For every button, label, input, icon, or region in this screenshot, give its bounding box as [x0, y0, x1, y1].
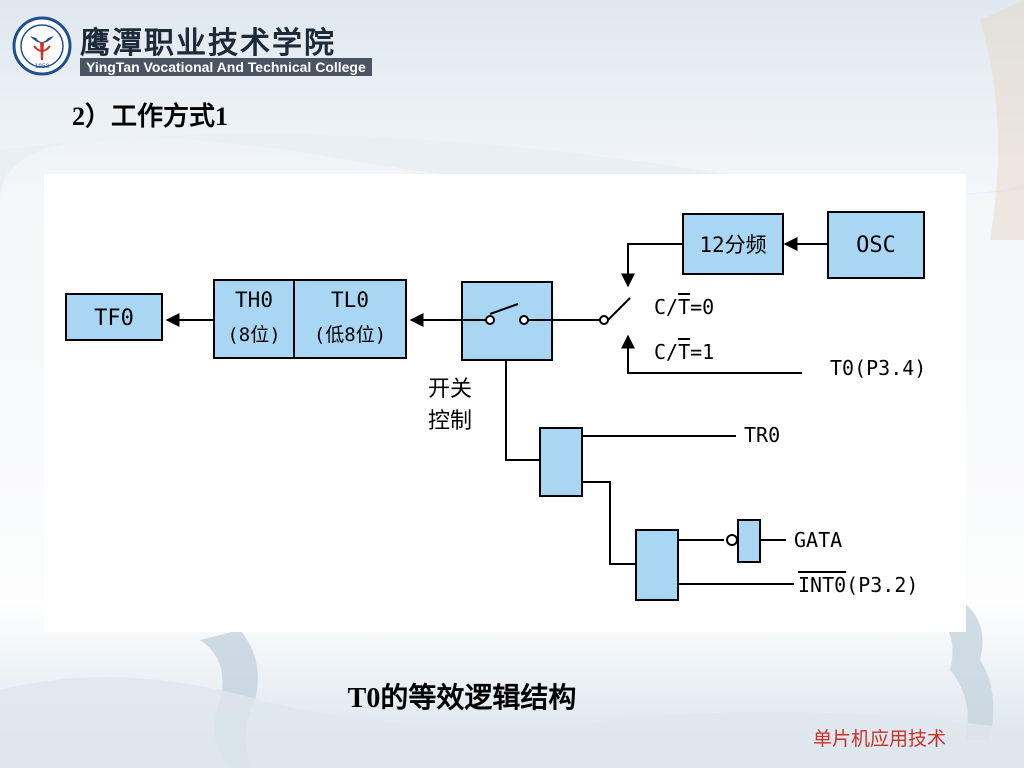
college-name-cn: 鹰潭职业技术学院	[80, 26, 336, 61]
timer0-logic-diagram: TF0 TH0 (8位) TL0 (低8位) 开关 控制 12分频	[44, 174, 966, 632]
diagram-canvas: TF0 TH0 (8位) TL0 (低8位) 开关 控制 12分频	[65, 211, 926, 601]
ct1-t-overline: T	[678, 340, 690, 364]
tr0-label: TR0	[744, 423, 780, 447]
signal-wires	[165, 237, 828, 585]
college-emblem-icon: 1958	[12, 16, 72, 76]
emblem-year: 1958	[35, 63, 50, 70]
mode-switch	[599, 315, 609, 325]
or-gate-2	[635, 529, 679, 601]
switch-control-label-2: 控制	[428, 409, 472, 434]
tl0-width: (低8位)	[314, 324, 386, 346]
tf0-box: TF0	[65, 293, 163, 341]
course-name-tag: 单片机应用技术	[812, 728, 946, 750]
th0-register: TH0 (8位)	[213, 279, 295, 359]
tl0-register: TL0 (低8位)	[293, 279, 407, 359]
int0-name: INT0	[798, 573, 846, 597]
college-logo: 1958 鹰潭职业技术学院 YingTan Vocational And Tec…	[8, 12, 372, 84]
inverter-gate	[726, 519, 761, 563]
t0-pin-label: T0(P3.4)	[830, 356, 926, 380]
osc-label: OSC	[856, 233, 896, 258]
control-switch-box	[461, 281, 553, 361]
switch-control-label-1: 开关	[428, 377, 472, 402]
tf0-label: TF0	[94, 306, 134, 331]
diagram-caption: T0的等效逻辑结构	[347, 683, 577, 714]
gata-label: GATA	[794, 528, 842, 552]
tl0-label: TL0	[331, 288, 369, 312]
college-name-en: YingTan Vocational And Technical College	[80, 58, 372, 76]
ct0-label: C/T=0	[654, 295, 714, 319]
osc-box: OSC	[827, 211, 925, 279]
th0-label: TH0	[235, 288, 273, 312]
and-gate-1	[539, 427, 583, 497]
ct1-label: C/T=1	[654, 340, 714, 364]
ct0-t-overline: T	[678, 295, 690, 319]
divider-label: 12分频	[699, 233, 766, 257]
int0-pin: (P3.2)	[846, 573, 918, 597]
th0-width: (8位)	[227, 324, 280, 346]
int0-label: INT0(P3.2)	[798, 573, 918, 597]
divider-12-box: 12分频	[682, 213, 784, 275]
section-title: 2）工作方式1	[72, 102, 229, 131]
